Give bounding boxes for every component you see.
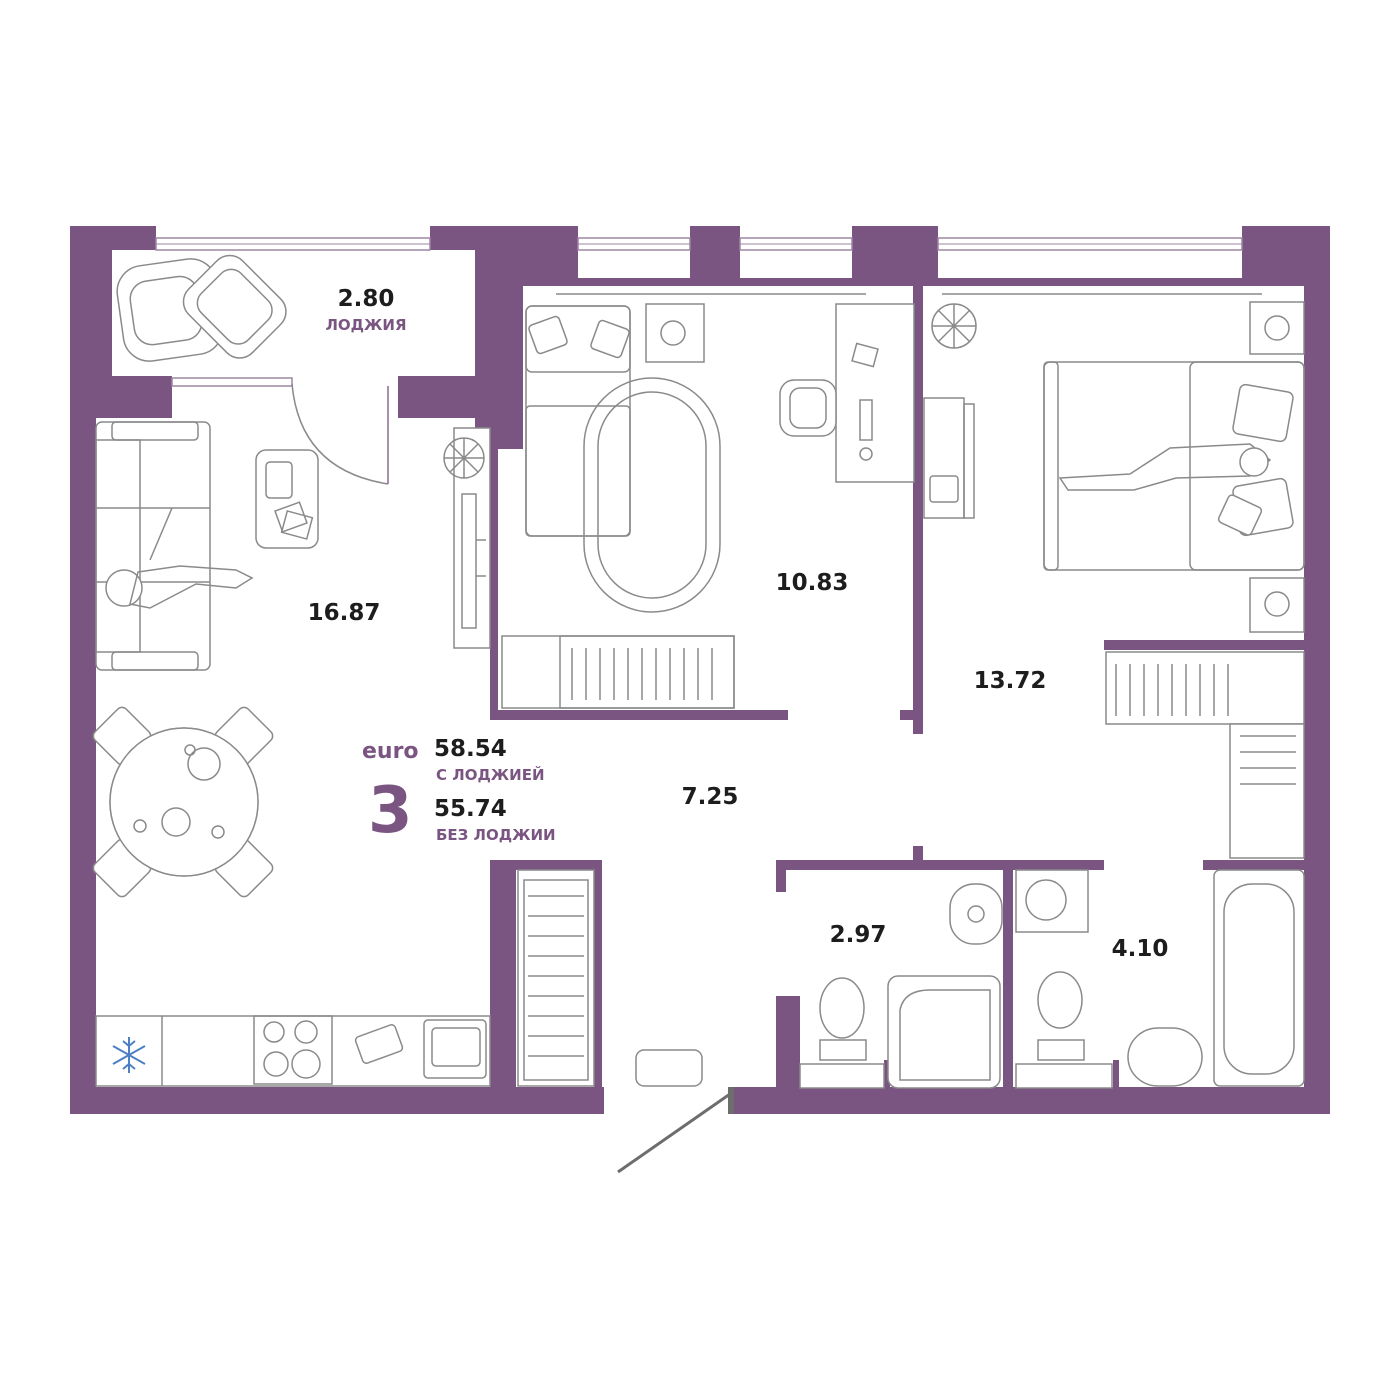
master-nightstands bbox=[1249, 301, 1305, 633]
area-without-loggia: 55.74 bbox=[434, 796, 507, 822]
hallway-area: 7.25 bbox=[682, 784, 739, 810]
label-without-loggia: БЕЗ ЛОДЖИИ bbox=[436, 826, 556, 844]
loggia-label: ЛОДЖИЯ bbox=[325, 316, 406, 334]
windows bbox=[155, 237, 1243, 387]
master-wardrobe bbox=[1105, 651, 1305, 859]
sofa bbox=[95, 421, 211, 671]
hall-pouf bbox=[635, 1049, 703, 1087]
child-rug bbox=[583, 377, 721, 613]
doors bbox=[291, 383, 734, 1174]
toilet-fixtures bbox=[799, 883, 1003, 1089]
person-on-sofa bbox=[105, 507, 254, 609]
room-count: 3 bbox=[368, 774, 413, 848]
child-bed bbox=[525, 305, 631, 537]
tv-unit bbox=[453, 427, 491, 649]
child-bedroom-area: 10.83 bbox=[776, 570, 849, 596]
master-bed bbox=[1043, 361, 1305, 571]
walls bbox=[70, 226, 1330, 1114]
dining-table bbox=[92, 706, 274, 898]
hall-closet bbox=[517, 869, 595, 1087]
child-radiator bbox=[501, 635, 735, 709]
bathroom-area: 4.10 bbox=[1112, 936, 1169, 962]
apartment-format: euro bbox=[362, 739, 419, 764]
nightstand bbox=[645, 303, 705, 363]
desk-chair bbox=[779, 379, 837, 437]
loggia-area: 2.80 bbox=[338, 286, 395, 312]
kitchen-counter bbox=[95, 1015, 491, 1087]
area-with-loggia: 58.54 bbox=[434, 736, 507, 762]
master-desk bbox=[923, 397, 975, 519]
labels: 2.80 ЛОДЖИЯ 16.87 10.83 13.72 7.25 2.97 … bbox=[308, 286, 1169, 962]
living-kitchen-area: 16.87 bbox=[308, 600, 381, 626]
bathroom-fixtures bbox=[1015, 869, 1305, 1089]
plant-icon bbox=[443, 437, 485, 479]
person-on-bed bbox=[1058, 443, 1272, 491]
loggia-armchairs bbox=[116, 254, 287, 362]
coffee-table bbox=[255, 449, 319, 549]
label-with-loggia: С ЛОДЖИЕЙ bbox=[436, 765, 545, 784]
child-desk bbox=[835, 303, 915, 483]
master-bedroom-area: 13.72 bbox=[974, 668, 1047, 694]
snowflake-icon bbox=[112, 1037, 146, 1073]
plant-icon bbox=[931, 303, 977, 349]
toilet-area: 2.97 bbox=[830, 922, 887, 948]
